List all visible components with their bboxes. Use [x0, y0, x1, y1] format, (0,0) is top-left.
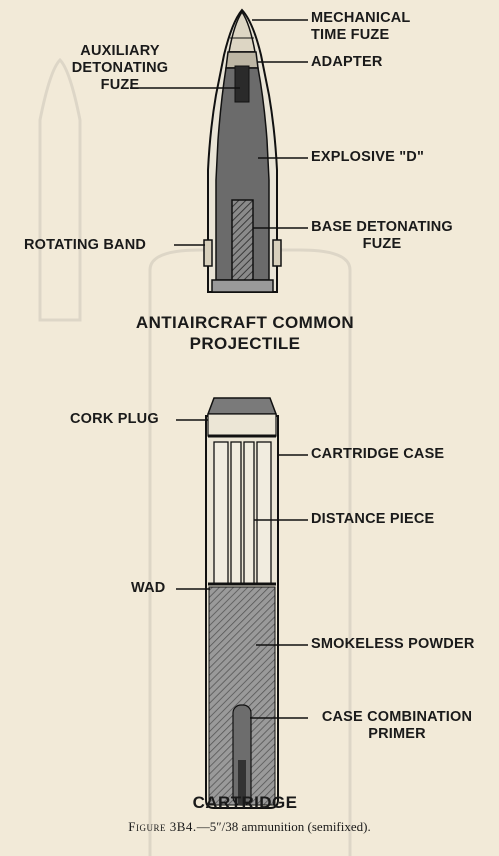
mechanical-time-fuze-part — [228, 10, 256, 53]
label-explosive-d: EXPLOSIVE "D" — [311, 149, 425, 165]
label-distance-piece: DISTANCE PIECE — [311, 511, 435, 527]
projectile-drawing — [203, 8, 282, 293]
distance-piece-part — [213, 441, 272, 585]
label-cartridge-case: CARTRIDGE CASE — [311, 446, 445, 462]
label-smokeless-powder: SMOKELESS POWDER — [311, 636, 475, 652]
label-mechanical-time-fuze: MECHANICAL TIME FUZE — [311, 10, 411, 43]
projectile-title: ANTIAIRCRAFT COMMON PROJECTILE — [135, 313, 355, 353]
label-rotating-band: ROTATING BAND — [24, 237, 147, 253]
base-detonating-fuze-part — [231, 199, 254, 289]
projectile-leader-lines — [130, 19, 308, 246]
cartridge-drawing — [205, 397, 279, 809]
label-wad: WAD — [131, 580, 166, 596]
figure-caption: Figure 3B4.—5″/38 ammunition (semifixed)… — [0, 819, 499, 835]
figure-caption-text: —5″/38 ammunition (semifixed). — [196, 819, 371, 834]
label-base-detonating-fuze: BASE DETONATING FUZE — [311, 219, 453, 252]
auxiliary-detonating-fuze-part — [234, 65, 250, 103]
rotating-band-part — [203, 239, 213, 267]
cork-plug-part — [206, 397, 278, 415]
label-auxiliary-detonating-fuze: AUXILIARY DETONATING FUZE — [71, 43, 169, 93]
label-cork-plug: CORK PLUG — [70, 411, 159, 427]
cartridge-title: CARTRIDGE — [192, 793, 298, 812]
label-adapter: ADAPTER — [311, 54, 383, 70]
cartridge-leader-lines — [176, 419, 308, 719]
label-case-combination-primer: CASE COMBINATION PRIMER — [321, 709, 473, 742]
figure-number: Figure 3B4. — [128, 819, 197, 834]
background-ghost-image — [38, 57, 352, 856]
